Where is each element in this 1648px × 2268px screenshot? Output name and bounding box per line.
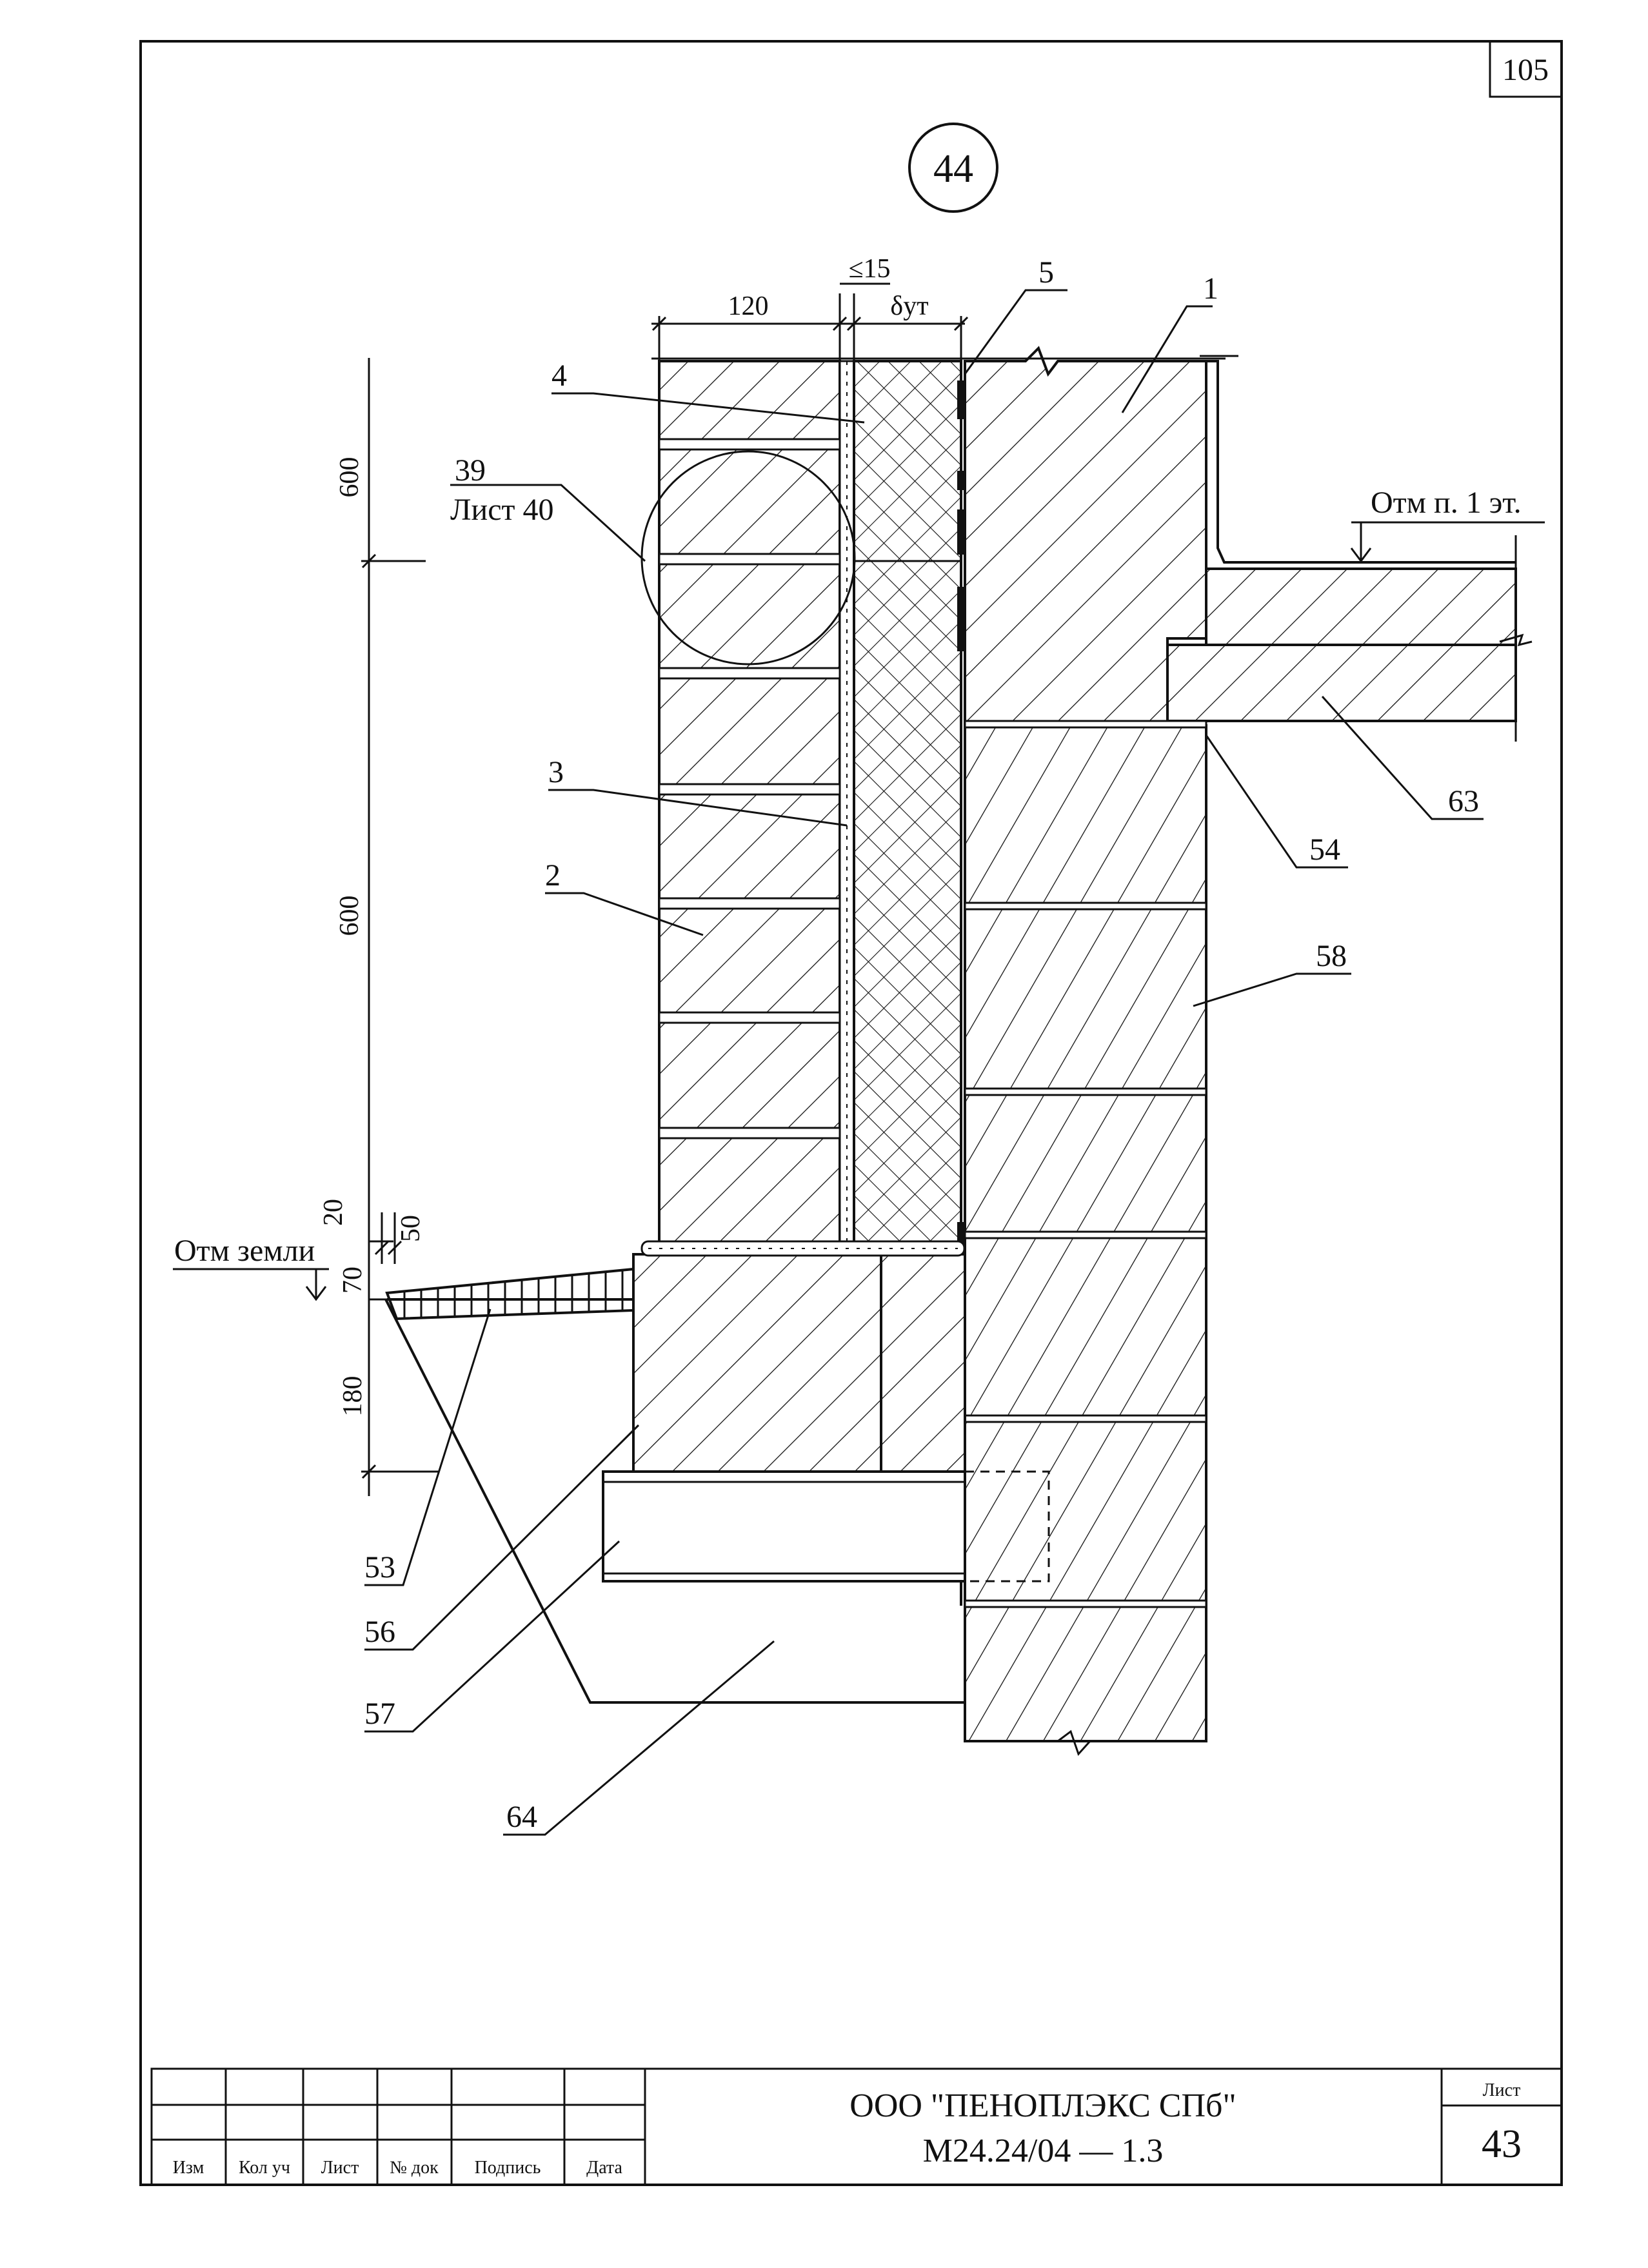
floor-level-label: Отм п. 1 эт. — [1371, 486, 1522, 520]
floor-slab — [1166, 535, 1533, 742]
callout-57: 57 — [364, 1697, 395, 1731]
left-dimensions — [361, 358, 439, 1496]
dim-70: 70 — [338, 1267, 368, 1294]
dim-20: 20 — [319, 1199, 348, 1226]
callout-39: 39 — [455, 453, 486, 488]
callout-1: 1 — [1203, 271, 1218, 306]
callout-54: 54 — [1309, 833, 1340, 867]
callout-56: 56 — [364, 1615, 395, 1649]
foundation-plinth — [632, 1240, 966, 1473]
page-number: 105 — [1502, 53, 1549, 87]
callout-leaders — [364, 289, 1484, 1836]
sheet-label: Лист — [1483, 2080, 1521, 2100]
sheet-number: 43 — [1482, 2122, 1522, 2166]
detail-marker: 44 — [908, 123, 998, 213]
callout-4: 4 — [551, 359, 567, 393]
callout-3: 3 — [548, 755, 564, 789]
callout-64: 64 — [506, 1800, 537, 1834]
level-ground — [173, 1268, 329, 1301]
stamp-col-doc: № док — [390, 2158, 439, 2178]
callout-39-sheet: Лист 40 — [450, 493, 554, 527]
dim-600-upper: 600 — [335, 457, 364, 498]
detail-number: 44 — [933, 147, 973, 191]
insulation-layer — [853, 360, 962, 1256]
ground-level-label: Отм земли — [174, 1234, 315, 1268]
top-dimensions — [651, 282, 1226, 361]
stamp-col-izm: Изм — [173, 2158, 204, 2178]
callout-63: 63 — [1448, 784, 1479, 818]
callout-53: 53 — [364, 1550, 395, 1584]
stamp-col-kol-uch: Кол уч — [239, 2158, 290, 2178]
dim-120: 120 — [728, 291, 769, 321]
air-gap-layer — [839, 360, 855, 1256]
stamp-col-signature: Подпись — [475, 2158, 541, 2178]
stamp-col-list: Лист — [321, 2158, 359, 2178]
organization-name: ООО "ПЕНОПЛЭКС СПб" — [849, 2087, 1236, 2124]
callout-5: 5 — [1038, 255, 1054, 290]
stamp-col-date: Дата — [586, 2158, 622, 2178]
dim-gap: ≤15 — [848, 254, 890, 284]
block-masonry — [964, 720, 1207, 1756]
level-floor — [1350, 521, 1545, 563]
document-code: М24.24/04 — 1.3 — [923, 2133, 1164, 2169]
dim-180: 180 — [338, 1376, 368, 1417]
facing-brick-layer — [658, 360, 841, 1256]
dim-50: 50 — [396, 1215, 426, 1242]
dim-600-lower: 600 — [335, 896, 364, 936]
callout-58: 58 — [1316, 939, 1347, 973]
callout-2: 2 — [545, 858, 561, 892]
blind-area — [385, 1267, 635, 1321]
title-block — [150, 2067, 1563, 2186]
dim-insulation: δут — [890, 291, 928, 321]
interior-finish — [1200, 355, 1516, 564]
foundation-beam — [602, 1470, 1050, 1606]
stamp-column-labels: Изм Кол уч Лист № док Подпись Дата — [173, 2158, 623, 2178]
